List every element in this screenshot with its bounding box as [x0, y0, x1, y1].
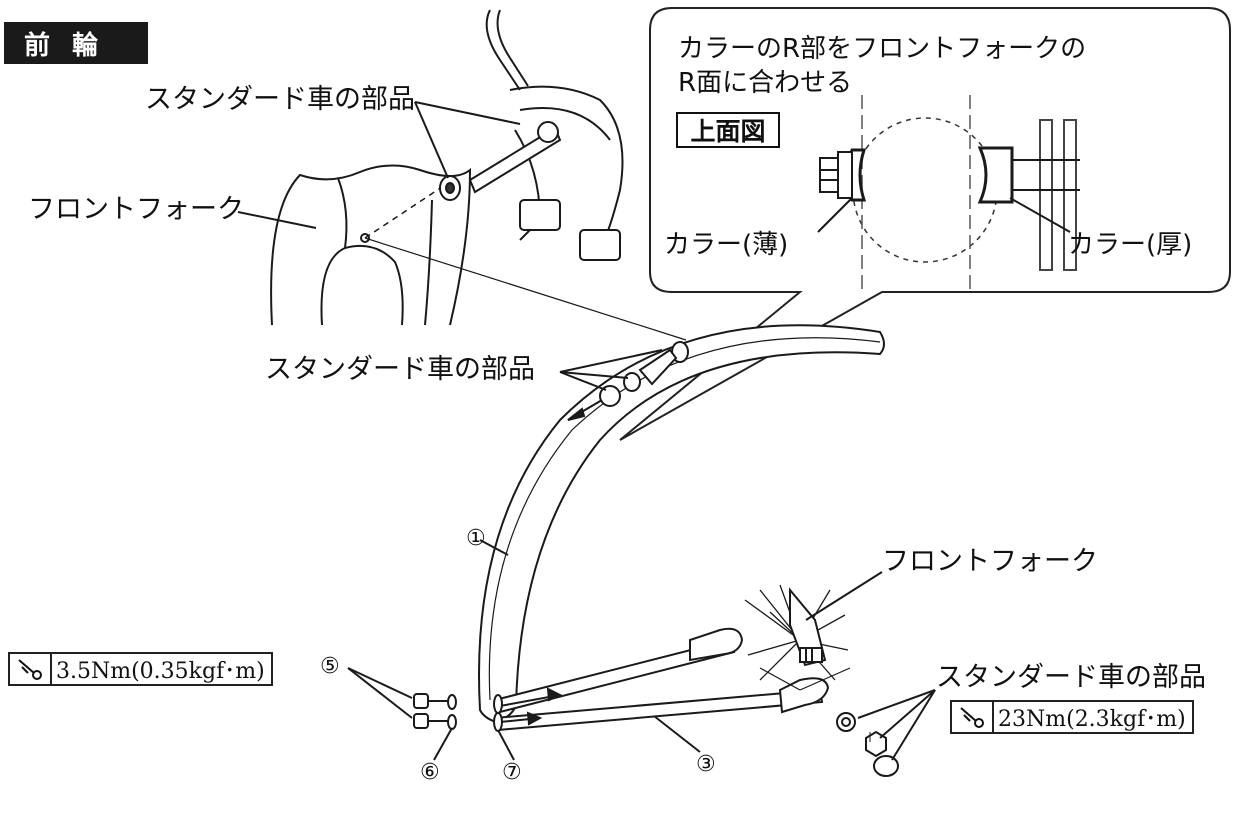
- torque-spec-right: 23Nm(2.3kgf･m): [950, 700, 1194, 734]
- part-number-6: ⑥: [420, 760, 440, 785]
- front-fork-label-left: フロントフォーク: [28, 194, 244, 225]
- front-wheel-header: 前輪: [4, 22, 148, 64]
- fender-bracket: [364, 237, 689, 421]
- front-fork-label-right: フロントフォーク: [882, 546, 1098, 577]
- torque-value-left: 3.5Nm(0.35kgf･m): [56, 659, 265, 684]
- standard-parts-label-bottom: スタンダード車の部品: [936, 662, 1206, 693]
- torque-wrench-icon: [10, 654, 52, 684]
- torque-wrench-icon: [952, 702, 994, 732]
- front-fork-upper: [270, 164, 472, 326]
- brake-caliper: [439, 9, 624, 261]
- collar-thin-label: カラー(薄): [664, 230, 789, 260]
- part-number-7: ⑦: [502, 760, 522, 785]
- torque-value-right: 23Nm(2.3kgf･m): [998, 707, 1186, 732]
- standard-parts-label-mid: スタンダード車の部品: [265, 354, 535, 385]
- stays: [493, 627, 830, 732]
- part-number-3: ③: [696, 752, 716, 777]
- part-number-5: ⑤: [320, 654, 340, 679]
- hub-hardware: [836, 689, 936, 777]
- torque-spec-left: 3.5Nm(0.35kgf･m): [8, 652, 273, 686]
- collar-thick-label: カラー(厚): [1068, 230, 1193, 260]
- standard-parts-label-top: スタンダード車の部品: [145, 84, 415, 115]
- callout-instruction-line1: カラーのR部をフロントフォークの: [678, 34, 1087, 64]
- callout-instruction-line2: R面に合わせる: [678, 68, 853, 98]
- part-number-1: ①: [466, 526, 486, 551]
- front-hub: [744, 584, 851, 691]
- top-view-label: 上面図: [676, 112, 780, 148]
